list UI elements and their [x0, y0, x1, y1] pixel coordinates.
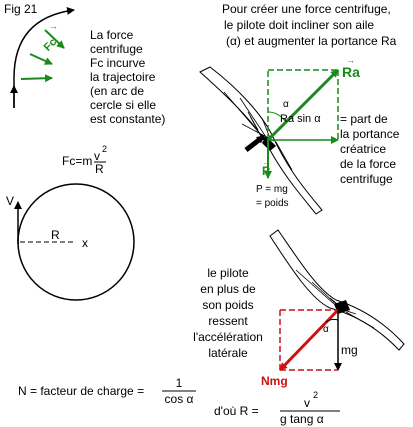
- part-line-1: = part de: [340, 112, 388, 126]
- radius-formula-den: g tang α: [280, 412, 324, 426]
- fc-arrow-3: [20, 74, 53, 83]
- pilot-line-2: en plus de: [200, 282, 256, 296]
- part-line-5: centrifuge: [340, 172, 393, 186]
- part-line-2: la portance: [340, 127, 400, 141]
- trajectory-arc: [13, 6, 75, 108]
- centrifugal-line-4: la trajectoire: [90, 70, 156, 84]
- pilot-line-4: ressent: [208, 314, 248, 328]
- formula-fc-den: R: [95, 162, 104, 176]
- p-label: P: [262, 164, 271, 178]
- center-label: x: [82, 236, 88, 250]
- ra-arrow-bar: →: [346, 55, 355, 65]
- p-arrow-bar: →: [262, 157, 271, 167]
- alpha-lower: α: [323, 324, 329, 335]
- mg-label: mg: [341, 343, 358, 357]
- header-line-3: (α) et augmenter la portance Ra: [226, 34, 397, 48]
- radius-formula-num: v: [304, 396, 310, 410]
- centrifugal-line-1: La force: [90, 28, 134, 42]
- pilot-line-6: latérale: [208, 346, 248, 360]
- glider-wing-lower: [269, 229, 405, 351]
- formula-fc-exp: 2: [102, 144, 108, 154]
- glider-lines-lower: [295, 269, 375, 329]
- weight-line-1: P = mg: [256, 184, 288, 195]
- alpha-upper: α: [283, 99, 289, 110]
- radius-label: R: [51, 228, 60, 242]
- pilot-line-5: l'accélération: [193, 330, 263, 344]
- formula-fc-lhs: Fc=m: [62, 154, 93, 168]
- ra-sin-label: Ra sin α: [280, 113, 321, 125]
- nmg-vector: [278, 308, 340, 372]
- lateral-arrow-upper: [244, 134, 266, 152]
- pilot-line-3: son poids: [202, 298, 254, 312]
- fc-arrow-2: [29, 53, 53, 65]
- part-line-3: créatrice: [340, 142, 387, 156]
- fc-arrow-1: [44, 29, 65, 49]
- velocity-label: V: [6, 194, 15, 208]
- nmg-label: Nmg: [261, 374, 288, 388]
- fc-arrow-bar: →: [49, 21, 58, 31]
- ra-label: Ra: [342, 64, 360, 80]
- glider-wing-upper: [199, 66, 323, 215]
- load-factor-num: 1: [175, 376, 183, 390]
- pilot-line-1: le pilote: [207, 266, 249, 280]
- header-line-2: le pilote doit incliner son aile: [224, 18, 375, 32]
- centrifugal-line-2: centrifuge: [90, 42, 143, 56]
- alpha-arc-upper: [267, 111, 286, 122]
- radius-formula-exp: 2: [313, 390, 319, 400]
- figure-label: Fig 21: [4, 2, 38, 16]
- load-factor-den: cos α: [164, 392, 194, 406]
- header-line-1: Pour créer une force centrifuge,: [222, 2, 391, 16]
- centrifugal-line-6: cercle si elle: [90, 98, 157, 112]
- load-factor-lhs: N = facteur de charge =: [18, 384, 145, 398]
- weight-line-2: = poids: [256, 198, 289, 209]
- glider-lines-upper: [223, 91, 293, 171]
- centrifugal-line-3: Fc incurve: [90, 56, 146, 70]
- alpha-arc-lower: [325, 318, 339, 323]
- ra-vector: [266, 68, 340, 142]
- radius-formula-lhs: d'où R =: [214, 404, 259, 418]
- part-line-4: de la force: [340, 157, 397, 171]
- centrifugal-line-7: est constante): [90, 112, 166, 126]
- formula-fc-num: v: [94, 149, 100, 163]
- centrifugal-line-5: (en arc de: [90, 84, 145, 98]
